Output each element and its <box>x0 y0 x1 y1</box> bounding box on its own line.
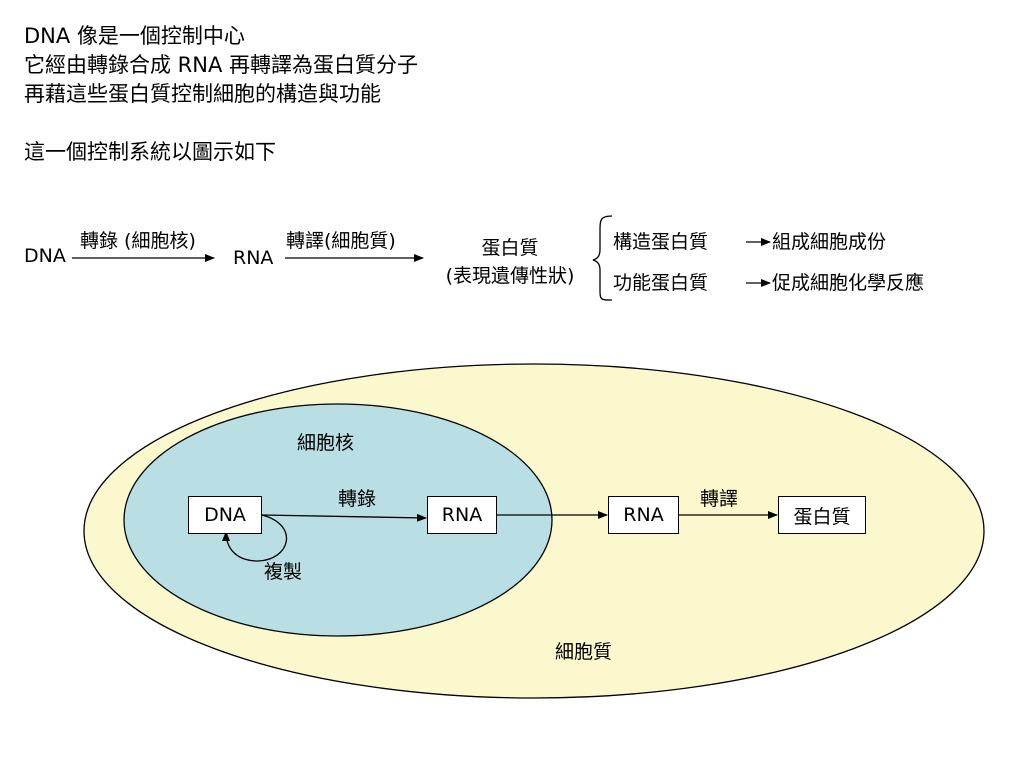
nucleus-label: 細胞核 <box>297 432 355 454</box>
flow-protein: 蛋白質 <box>481 237 539 259</box>
protein-box: 蛋白質 <box>778 496 866 534</box>
rna-cytoplasm-box: RNA <box>608 496 679 534</box>
flow-protein-note: (表現遺傳性狀) <box>445 265 575 287</box>
dna-box: DNA <box>188 496 262 534</box>
intro-line-4: 這一個控制系統以圖示如下 <box>24 140 276 164</box>
flow-translation-label: 轉譯(細胞質) <box>286 230 396 252</box>
replication-label: 複製 <box>264 561 303 583</box>
flow-branch-2-type: 功能蛋白質 <box>613 272 709 294</box>
cell-transcription-label: 轉錄 <box>338 488 377 510</box>
cytoplasm-label: 細胞質 <box>555 641 613 663</box>
replication-loop-arrow <box>222 514 288 562</box>
intro-line-3: 再藉這些蛋白質控制細胞的構造與功能 <box>24 82 381 106</box>
cell-arrow-transcription <box>261 513 427 522</box>
flow-rna: RNA <box>233 247 274 269</box>
flow-dna: DNA <box>24 245 66 267</box>
nucleus-ellipse <box>123 403 553 637</box>
intro-line-2: 它經由轉錄合成 RNA 再轉譯為蛋白質分子 <box>24 53 419 77</box>
flow-branch-1-type: 構造蛋白質 <box>613 231 709 253</box>
cell-translation-label: 轉譯 <box>700 488 739 510</box>
intro-line-1: DNA 像是一個控制中心 <box>24 24 245 48</box>
flow-branch-2-result: 促成細胞化學反應 <box>772 272 925 294</box>
flow-transcription-label: 轉錄 (細胞核) <box>80 230 196 252</box>
intro-text: DNA 像是一個控制中心 它經由轉錄合成 RNA 再轉譯為蛋白質分子 再藉這些蛋… <box>24 22 418 167</box>
rna-nucleus-box: RNA <box>427 496 497 534</box>
flow-brace <box>592 215 613 301</box>
flow-branch-1-result: 組成細胞成份 <box>772 231 887 253</box>
